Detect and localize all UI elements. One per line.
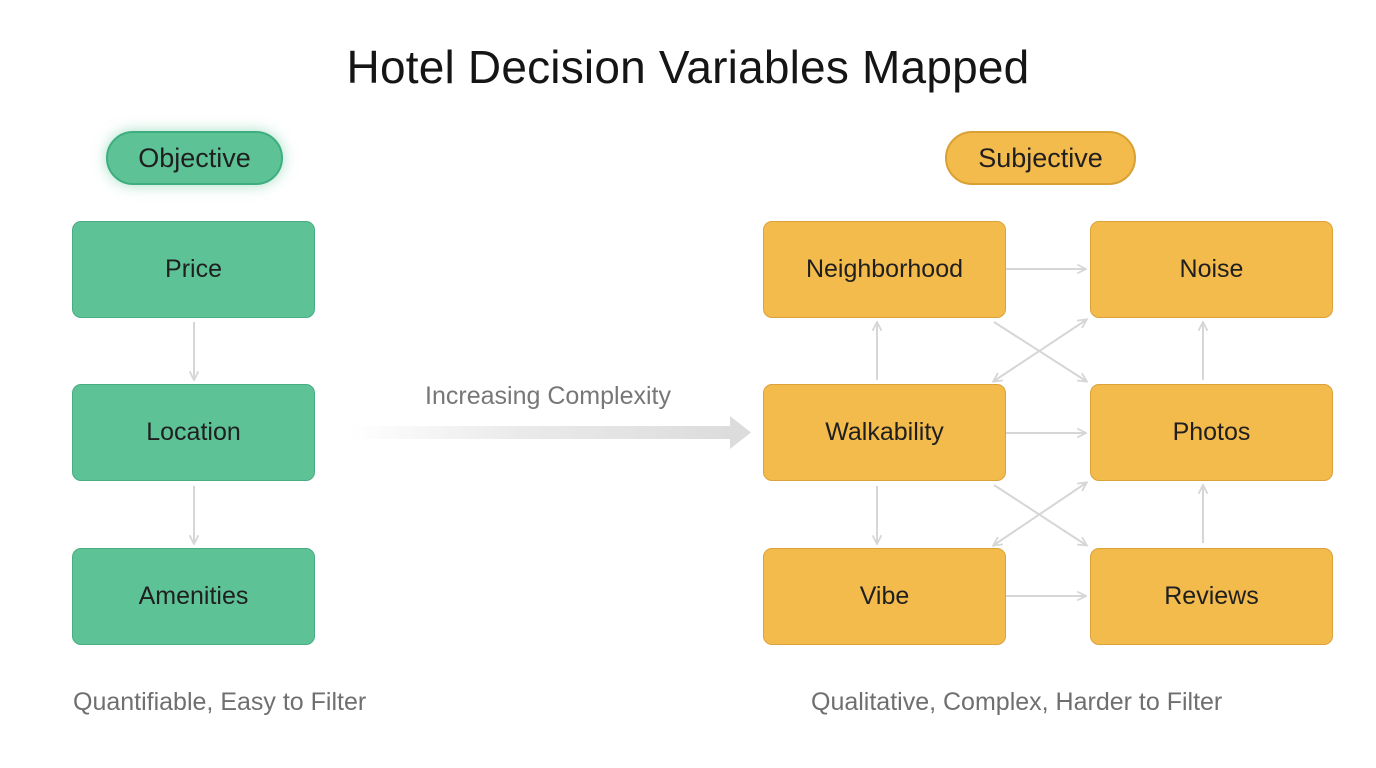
node-reviews: Reviews <box>1090 548 1333 645</box>
node-amenities: Amenities <box>72 548 315 645</box>
objective-caption: Quantifiable, Easy to Filter <box>73 688 367 716</box>
node-neighborhood: Neighborhood <box>763 221 1006 318</box>
node-photos: Photos <box>1090 384 1333 481</box>
subjective-header-pill: Subjective <box>945 131 1136 185</box>
arrow-diag-walkability-noise <box>994 320 1086 381</box>
complexity-label: Increasing Complexity <box>425 382 671 410</box>
node-price: Price <box>72 221 315 318</box>
diagram-title: Hotel Decision Variables Mapped <box>346 41 1030 93</box>
node-walkability: Walkability <box>763 384 1006 481</box>
node-location: Location <box>72 384 315 481</box>
node-noise: Noise <box>1090 221 1333 318</box>
node-vibe: Vibe <box>763 548 1006 645</box>
complexity-arrow-shaft <box>350 426 732 439</box>
arrow-diag-vibe-photos <box>994 483 1086 545</box>
objective-header-pill: Objective <box>106 131 283 185</box>
subjective-caption: Qualitative, Complex, Harder to Filter <box>811 688 1223 716</box>
complexity-arrowhead <box>730 416 751 449</box>
